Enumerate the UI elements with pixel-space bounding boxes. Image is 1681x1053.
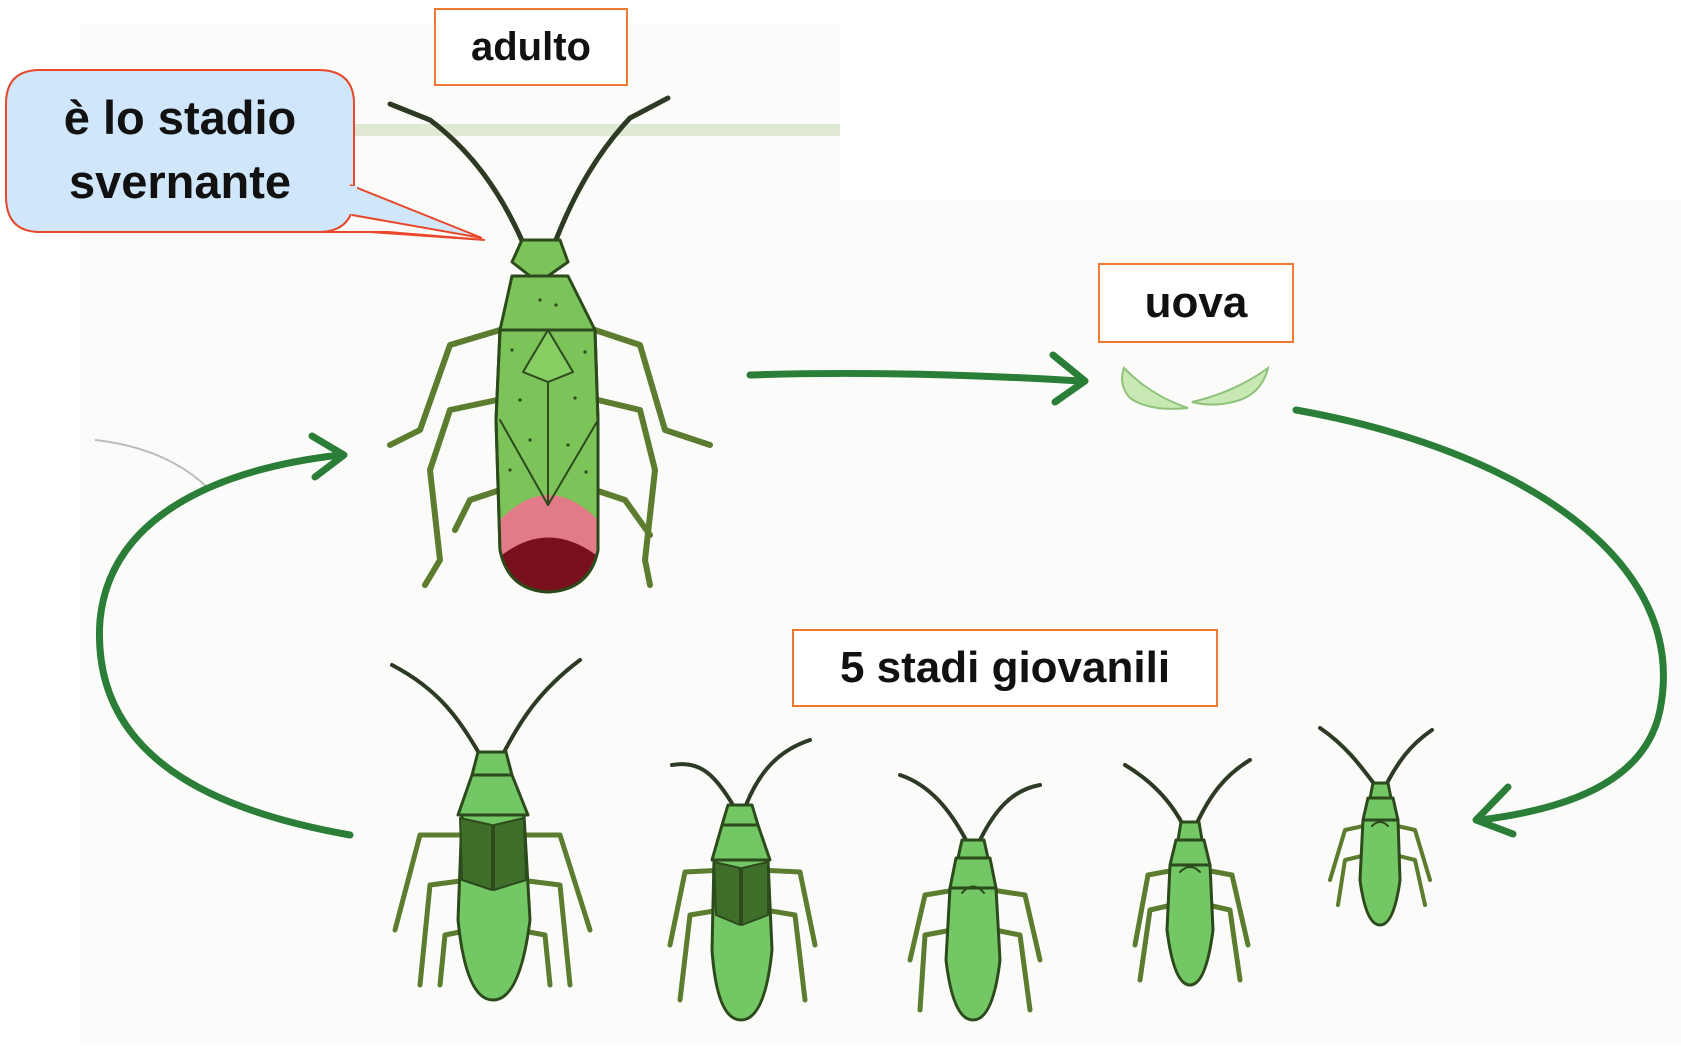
eggs-illustration — [1122, 368, 1268, 409]
nymph-stage-2 — [1125, 760, 1250, 985]
label-adult: adulto — [434, 8, 628, 86]
background-strip — [355, 124, 840, 136]
arrow-eggs-to-nymphs — [1296, 410, 1663, 834]
nymph-stage-5 — [392, 660, 590, 1000]
callout-line-1: è lo stadio — [64, 86, 296, 150]
nymph-stage-3 — [900, 775, 1040, 1020]
nymph-stage-4 — [670, 740, 815, 1020]
nymph-stage-1 — [1320, 728, 1432, 925]
callout-pointer — [350, 185, 482, 238]
label-nymph-stages: 5 stadi giovanili — [792, 629, 1218, 707]
label-eggs: uova — [1098, 263, 1294, 343]
stray-line — [95, 440, 210, 490]
arrow-adult-to-eggs — [750, 355, 1085, 402]
callout-text: è lo stadio svernante — [6, 70, 354, 230]
adult-insect — [390, 98, 710, 592]
callout-line-2: svernante — [69, 150, 291, 214]
arrow-nymphs-to-adult — [99, 436, 350, 835]
